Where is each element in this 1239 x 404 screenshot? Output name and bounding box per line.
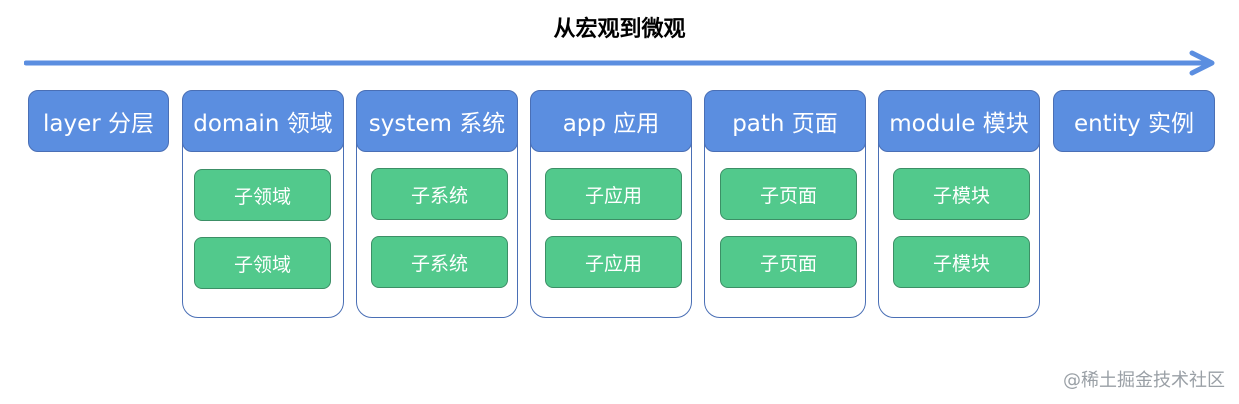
sub-item-domain-2: 子领域 xyxy=(194,237,331,289)
sub-item-module-2: 子模块 xyxy=(893,236,1030,288)
layer-header-path: path 页面 xyxy=(704,90,866,152)
sub-item-app-1: 子应用 xyxy=(545,168,682,220)
layer-header-layer: layer 分层 xyxy=(28,90,169,152)
sub-item-system-1: 子系统 xyxy=(371,168,508,220)
layer-header-system: system 系统 xyxy=(356,90,518,152)
layer-header-app: app 应用 xyxy=(530,90,692,152)
layer-header-module: module 模块 xyxy=(878,90,1040,152)
sub-item-module-1: 子模块 xyxy=(893,168,1030,220)
sub-item-app-2: 子应用 xyxy=(545,236,682,288)
direction-arrow xyxy=(24,50,1215,76)
layer-header-domain: domain 领域 xyxy=(182,90,344,152)
sub-item-domain-1: 子领域 xyxy=(194,169,331,221)
watermark: @稀土掘金技术社区 xyxy=(1063,370,1225,391)
diagram-title: 从宏观到微观 xyxy=(553,17,686,42)
sub-item-system-2: 子系统 xyxy=(371,236,508,288)
layer-header-entity: entity 实例 xyxy=(1053,90,1215,152)
sub-item-path-1: 子页面 xyxy=(720,168,857,220)
sub-item-path-2: 子页面 xyxy=(720,236,857,288)
